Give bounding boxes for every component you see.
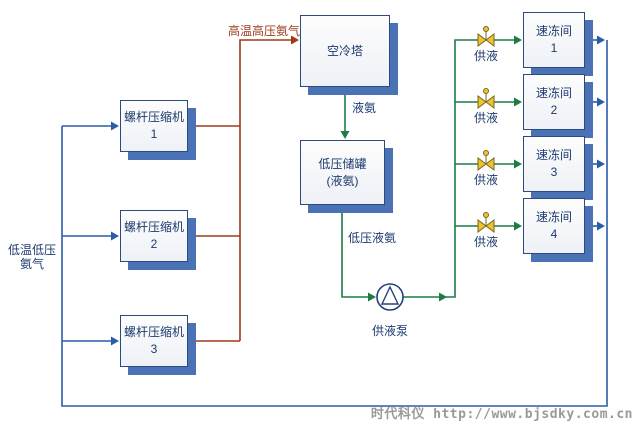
freezer-3-box: 速冻间 3 [523, 136, 585, 192]
hot-gas-arrows [291, 35, 299, 45]
tank-box: 低压储罐 (液氨) [300, 140, 385, 205]
tank-label-line2: (液氨) [326, 173, 359, 188]
air-cooler-label: 空冷塔 [326, 43, 363, 58]
tank-label-line1: 低压储罐 [318, 156, 367, 171]
freezer-2-label: 速冻间 [535, 86, 572, 100]
pipe-liquid [341, 39, 515, 298]
freezer-1-label: 速冻间 [535, 24, 572, 38]
freezer-3-number: 3 [550, 165, 558, 179]
freezer-1-number: 1 [550, 41, 558, 55]
pump-label: 供液泵 [371, 324, 408, 338]
gas-return-arrows [111, 35, 605, 346]
freezer-2-number: 2 [550, 103, 558, 117]
compressor-1-box: 螺杆压缩机 1 [120, 100, 188, 152]
compressor-3-label: 螺杆压缩机 [123, 325, 184, 339]
low-pressure-liquid-label: 低压液氨 [348, 231, 397, 245]
suction-gas-label-line1: 低温低压 [7, 243, 56, 257]
freezer-4-number: 4 [550, 227, 558, 241]
air-cooler-box: 空冷塔 [300, 15, 390, 87]
pump-icon [376, 283, 404, 311]
liquid-arrows [340, 35, 522, 302]
valve-label-3: 供液 [474, 173, 499, 187]
pipe-hot-gas [187, 39, 292, 342]
valve-label-4: 供液 [474, 235, 499, 249]
valve-icon [477, 26, 495, 47]
valve-label-1: 供液 [474, 49, 499, 63]
compressor-2-box: 螺杆压缩机 2 [120, 210, 188, 262]
freezer-2-box: 速冻间 2 [523, 74, 585, 130]
suction-gas-label: 低温低压 氨气 [4, 243, 60, 271]
valve-label-2: 供液 [474, 111, 499, 125]
compressor-3-box: 螺杆压缩机 3 [120, 315, 188, 367]
freezer-1-box: 速冻间 1 [523, 12, 585, 68]
compressor-1-number: 1 [150, 127, 158, 141]
liquid-ammonia-label: 液氨 [352, 101, 377, 115]
freezer-4-label: 速冻间 [535, 210, 572, 224]
compressor-3-number: 3 [150, 342, 158, 356]
valve-icon [477, 88, 495, 109]
freezer-4-box: 速冻间 4 [523, 198, 585, 254]
valve-icon [477, 150, 495, 171]
watermark-text: 时代科仪 http://www.bjsdky.com.cn [370, 407, 633, 422]
freezer-3-label: 速冻间 [535, 148, 572, 162]
valve-icon [477, 212, 495, 233]
compressor-2-label: 螺杆压缩机 [123, 220, 184, 234]
compressor-1-label: 螺杆压缩机 [123, 110, 184, 124]
pipe-gas-return [61, 39, 608, 407]
compressor-2-number: 2 [150, 237, 158, 251]
hot-gas-label: 高温高压氨气 [228, 24, 301, 38]
suction-gas-label-line2: 氨气 [19, 257, 44, 271]
